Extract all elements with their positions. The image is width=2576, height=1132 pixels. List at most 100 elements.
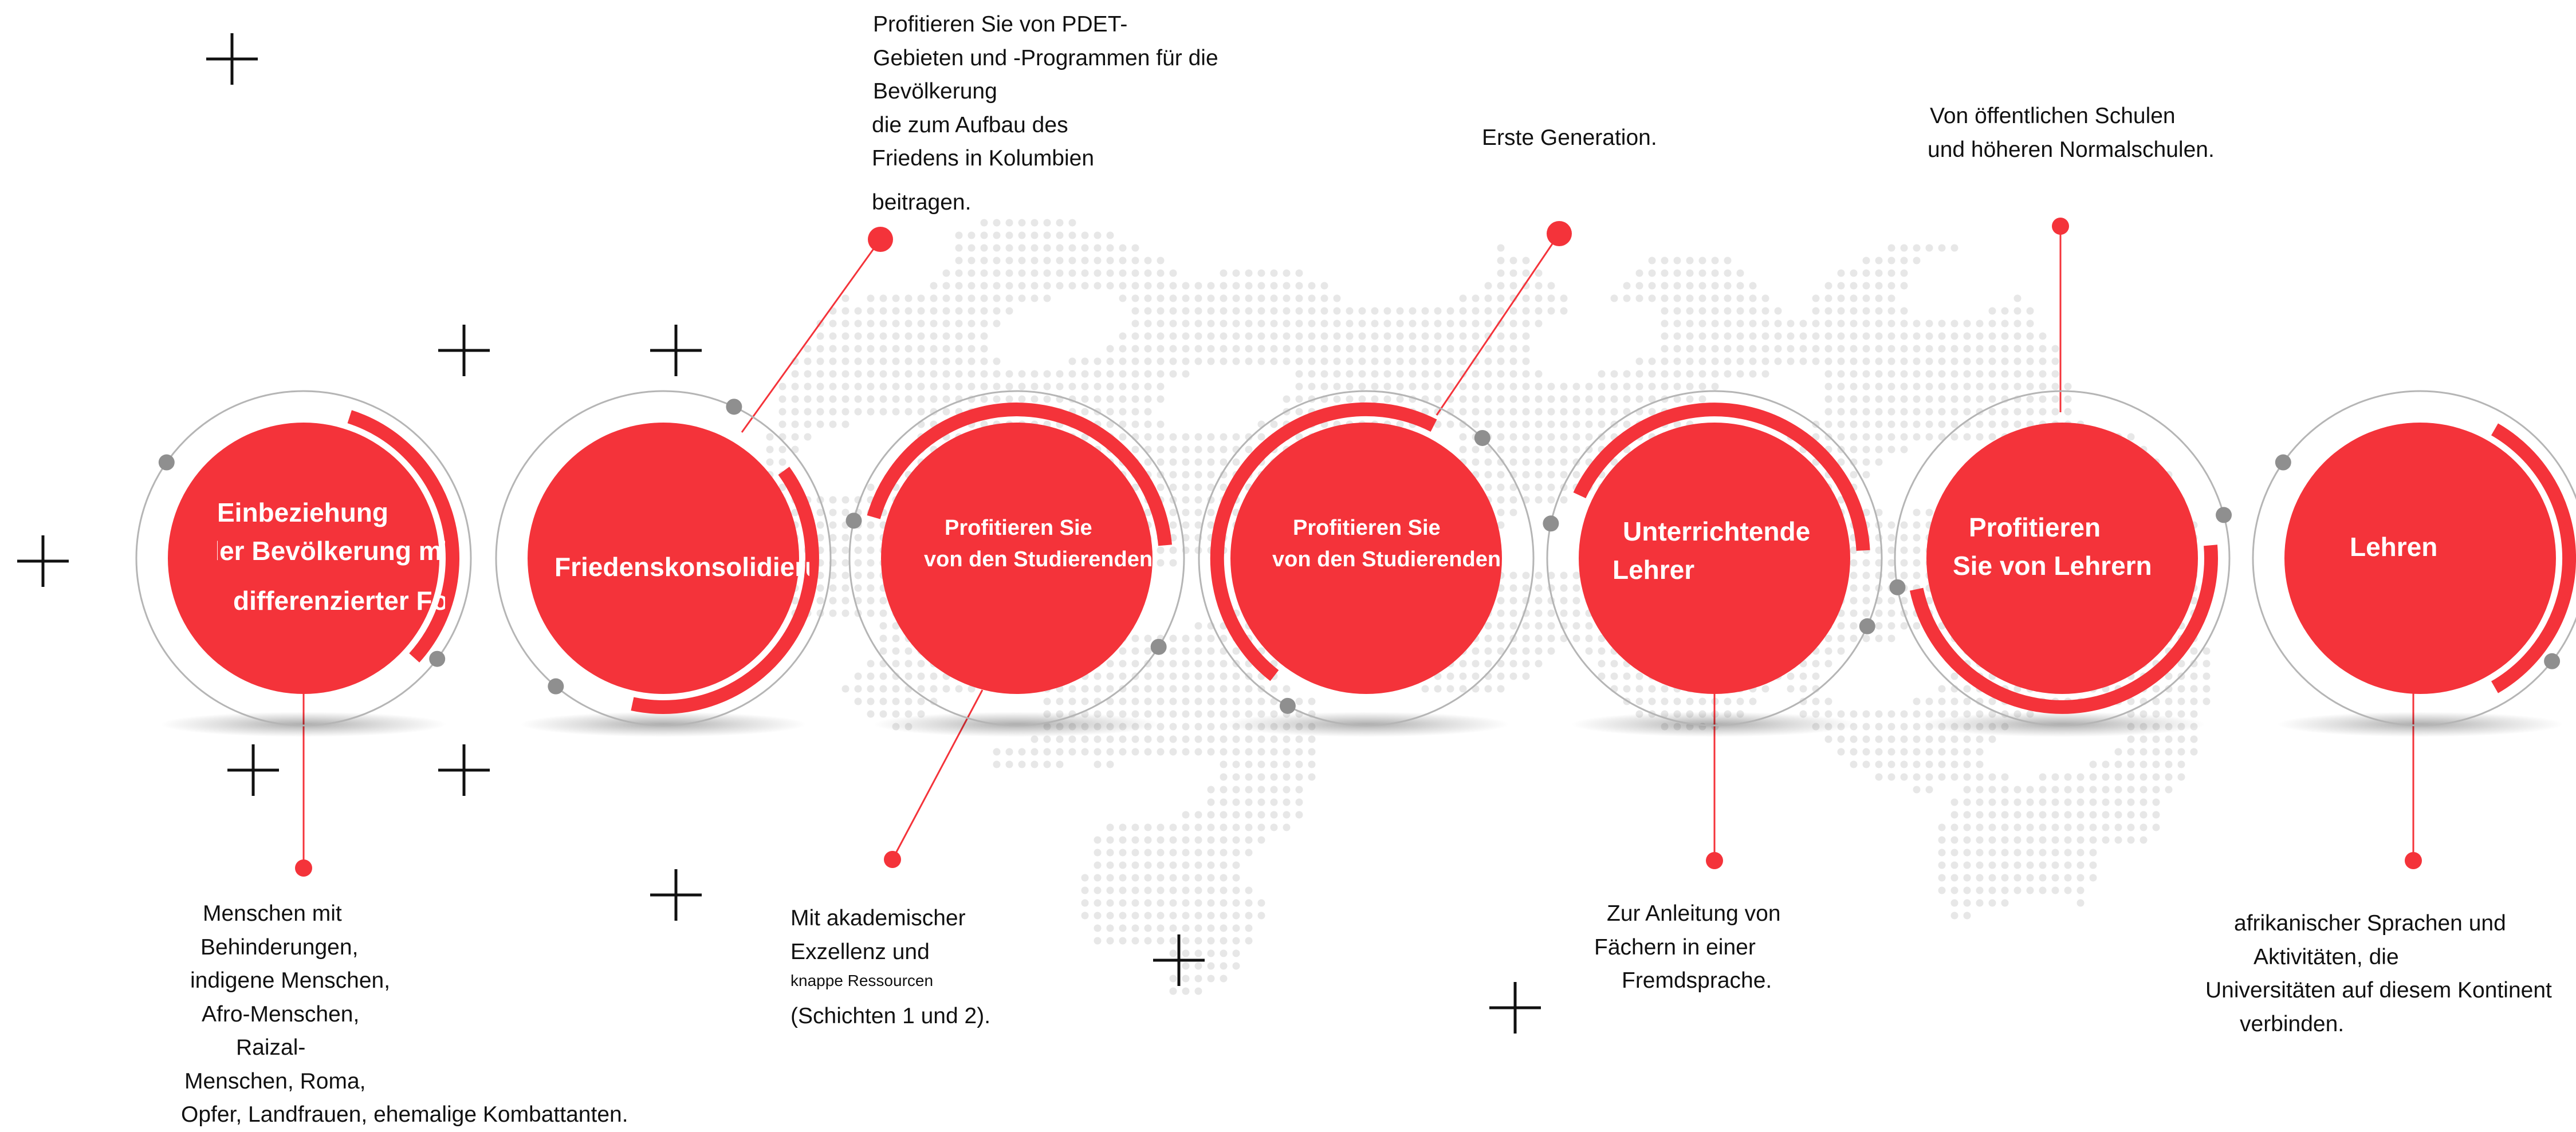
map-dot [1862, 559, 1870, 567]
map-dot [1497, 634, 1505, 642]
map-dot [867, 710, 875, 718]
map-dot [1799, 345, 1807, 353]
plus-icon [650, 325, 702, 376]
step-label-line: Friedenskonsolidierung [554, 552, 809, 582]
map-dot [917, 697, 925, 705]
map-dot [1031, 748, 1039, 756]
map-dot [1106, 660, 1114, 668]
map-dot [2051, 849, 2059, 857]
map-dot [904, 370, 913, 378]
callout-line-text: beitragen. [872, 190, 972, 215]
map-dot [1950, 811, 1958, 819]
map-dot [1925, 697, 1933, 705]
map-dot [2051, 886, 2059, 894]
map-dot [1131, 408, 1139, 416]
map-dot [1862, 345, 1870, 353]
map-dot [1383, 332, 1391, 340]
map-dot [1976, 849, 1984, 857]
map-dot [1094, 861, 1102, 869]
map-dot [1396, 320, 1404, 328]
map-dot [2203, 660, 2211, 668]
map-dot [1837, 420, 1845, 428]
map-dot [1749, 294, 1757, 302]
map-dot [1673, 395, 1681, 403]
map-dot [1736, 697, 1744, 705]
map-dot [1270, 685, 1278, 693]
map-dot [1295, 735, 1303, 743]
map-dot [1736, 307, 1744, 315]
progress-arc [2491, 423, 2576, 693]
callout-line-text: Universitäten auf diesem Kontinent [2205, 978, 2552, 1003]
map-dot [1522, 433, 1530, 441]
map-dot [1522, 622, 1530, 630]
map-dot [1106, 370, 1114, 378]
map-dot [1068, 231, 1076, 239]
map-dot [955, 231, 963, 239]
map-dot [1509, 597, 1517, 605]
map-dot [2064, 786, 2072, 794]
map-dot [1673, 257, 1681, 265]
map-dot [1081, 899, 1089, 907]
map-dot [1736, 370, 1744, 378]
map-dot [2127, 735, 2135, 743]
map-dot [2013, 307, 2022, 315]
map-dot [1094, 886, 1102, 894]
map-dot [2026, 382, 2034, 391]
map-dot [1913, 534, 1921, 542]
map-dot [1535, 584, 1543, 592]
map-dot [1509, 483, 1517, 491]
map-dot [1131, 420, 1139, 428]
map-dot [1925, 760, 1933, 768]
map-dot [879, 647, 887, 655]
map-dot [1094, 382, 1102, 391]
step-label-friedenskonsolidierung: Friedenskonsolidierung [554, 548, 809, 586]
map-dot [1711, 382, 1719, 391]
map-dot [1371, 345, 1379, 353]
map-dot [2203, 697, 2211, 705]
map-dot [1119, 269, 1127, 277]
map-dot [1232, 886, 1240, 894]
map-dot [1459, 685, 1467, 693]
map-dot [1245, 811, 1253, 819]
map-dot [1749, 345, 1757, 353]
map-dot [1283, 685, 1291, 693]
map-dot [2165, 672, 2173, 680]
map-dot [1182, 924, 1190, 932]
map-dot [1648, 395, 1656, 403]
plus-icon [1489, 982, 1541, 1034]
map-dot [1484, 634, 1492, 642]
map-dot [1900, 269, 1908, 277]
map-dot [1850, 269, 1858, 277]
map-dot [2127, 773, 2135, 781]
map-dot [1320, 382, 1328, 391]
map-dot [2165, 735, 2173, 743]
map-dot [1144, 748, 1152, 756]
map-dot [1245, 924, 1253, 932]
map-dot [1119, 924, 1127, 932]
map-dot [1900, 521, 1908, 529]
map-dot [1346, 395, 1354, 403]
map-dot [1194, 962, 1202, 970]
map-dot [1283, 307, 1291, 315]
map-dot [1056, 760, 1064, 768]
map-dot [1875, 395, 1883, 403]
map-dot [1950, 773, 1958, 781]
map-dot [1787, 345, 1795, 353]
map-dot [1862, 584, 1870, 592]
map-dot [1887, 433, 1895, 441]
map-dot [1824, 294, 1832, 302]
map-dot [1157, 332, 1165, 340]
map-dot [1509, 320, 1517, 328]
map-dot [1875, 445, 1883, 453]
map-dot [2076, 798, 2085, 806]
map-dot [1232, 433, 1240, 441]
map-dot [1270, 773, 1278, 781]
map-dot [1522, 634, 1530, 642]
decorative-plus-marks [17, 33, 1541, 1034]
progress-arc [631, 467, 819, 714]
map-dot [1396, 420, 1404, 428]
map-dot [1925, 710, 1933, 718]
map-dot [1648, 269, 1656, 277]
map-dot [2114, 760, 2122, 768]
